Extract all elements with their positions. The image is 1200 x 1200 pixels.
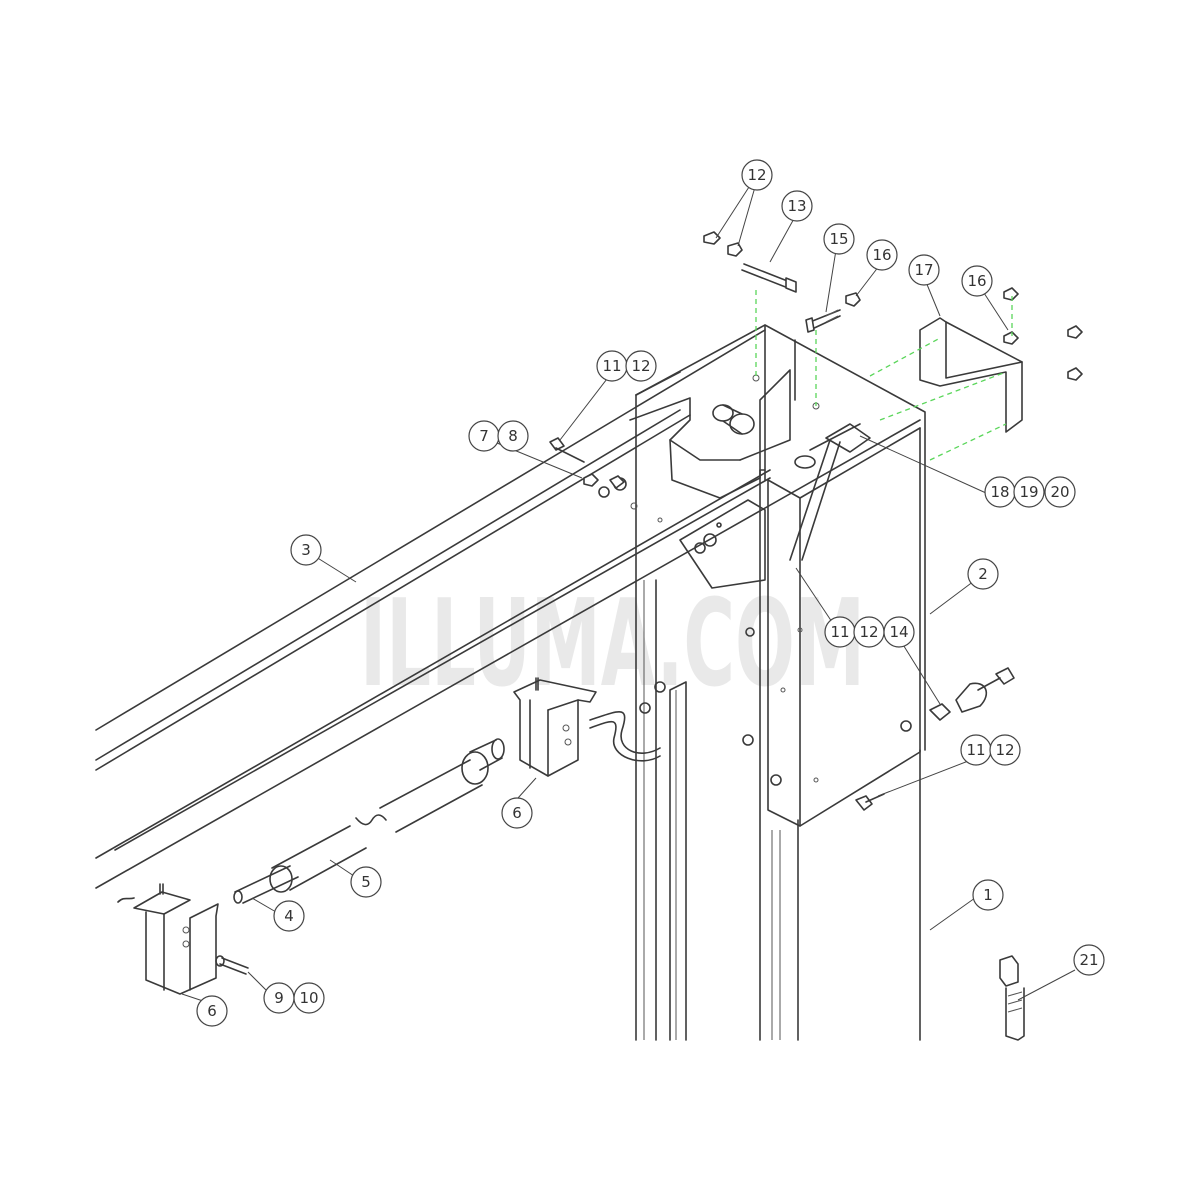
callout-balloon-8: 8 — [497, 420, 529, 452]
top-beam-part — [95, 329, 921, 889]
callout-balloon-11-beam: 11 — [596, 350, 628, 382]
svg-text:2: 2 — [978, 565, 988, 583]
callout-balloon-5: 5 — [350, 866, 382, 898]
callout-balloon-16-right: 16 — [961, 265, 993, 297]
bracket-upper-part — [513, 677, 661, 777]
svg-text:19: 19 — [1019, 483, 1038, 501]
svg-text:12: 12 — [631, 357, 650, 375]
svg-text:3: 3 — [301, 541, 311, 559]
callout-balloon-10: 10 — [293, 982, 325, 1014]
svg-text:12: 12 — [995, 741, 1014, 759]
svg-text:6: 6 — [512, 804, 522, 822]
callout-balloon-14: 14 — [883, 616, 915, 648]
svg-text:17: 17 — [914, 261, 933, 279]
callout-balloon-9: 9 — [263, 982, 295, 1014]
callout-balloon-12-beam: 12 — [625, 350, 657, 382]
svg-text:16: 16 — [967, 272, 986, 290]
callout-balloon-16-left: 16 — [866, 239, 898, 271]
alignment-lines — [755, 290, 1013, 461]
svg-text:16: 16 — [872, 246, 891, 264]
svg-text:12: 12 — [859, 623, 878, 641]
svg-text:6: 6 — [207, 1002, 217, 1020]
svg-text:8: 8 — [508, 427, 518, 445]
callout-balloon-15: 15 — [823, 223, 855, 255]
callout-balloon-19: 19 — [1013, 476, 1045, 508]
shaft-part — [233, 738, 505, 904]
svg-text:5: 5 — [361, 873, 371, 891]
hardware-items — [215, 231, 1083, 1041]
svg-text:21: 21 — [1079, 951, 1098, 969]
svg-text:7: 7 — [479, 427, 489, 445]
callout-balloon-12-lower: 12 — [989, 734, 1021, 766]
callout-balloon-3: 3 — [290, 534, 322, 566]
callout-balloon-21: 21 — [1073, 944, 1105, 976]
callout-balloon-12-top: 12 — [741, 159, 773, 191]
svg-text:4: 4 — [284, 907, 294, 925]
callout-balloon-11-column: 11 — [824, 616, 856, 648]
callout-balloon-11-lower: 11 — [960, 734, 992, 766]
svg-text:15: 15 — [829, 230, 848, 248]
svg-text:14: 14 — [889, 623, 908, 641]
callout-balloon-17: 17 — [908, 254, 940, 286]
callout-balloon-18: 18 — [984, 476, 1016, 508]
callout-balloon-4: 4 — [273, 900, 305, 932]
svg-text:11: 11 — [966, 741, 985, 759]
svg-text:20: 20 — [1050, 483, 1069, 501]
callout-balloon-2: 2 — [967, 558, 999, 590]
svg-text:18: 18 — [990, 483, 1009, 501]
svg-text:11: 11 — [830, 623, 849, 641]
callout-balloon-7: 7 — [468, 420, 500, 452]
svg-text:11: 11 — [602, 357, 621, 375]
svg-text:10: 10 — [299, 989, 318, 1007]
callout-balloon-6-lower: 6 — [196, 995, 228, 1027]
callout-balloon-13: 13 — [781, 190, 813, 222]
svg-text:9: 9 — [274, 989, 284, 1007]
callout-balloon-6-upper: 6 — [501, 797, 533, 829]
svg-text:1: 1 — [983, 886, 993, 904]
svg-text:13: 13 — [787, 197, 806, 215]
column-part — [635, 324, 926, 1041]
callout-balloon-1: 1 — [972, 879, 1004, 911]
callout-balloon-12-column: 12 — [853, 616, 885, 648]
svg-text:12: 12 — [747, 166, 766, 184]
callout-balloon-20: 20 — [1044, 476, 1076, 508]
bracket-lower-part — [117, 883, 219, 995]
watermark: ILLUMA.COM — [360, 575, 865, 714]
